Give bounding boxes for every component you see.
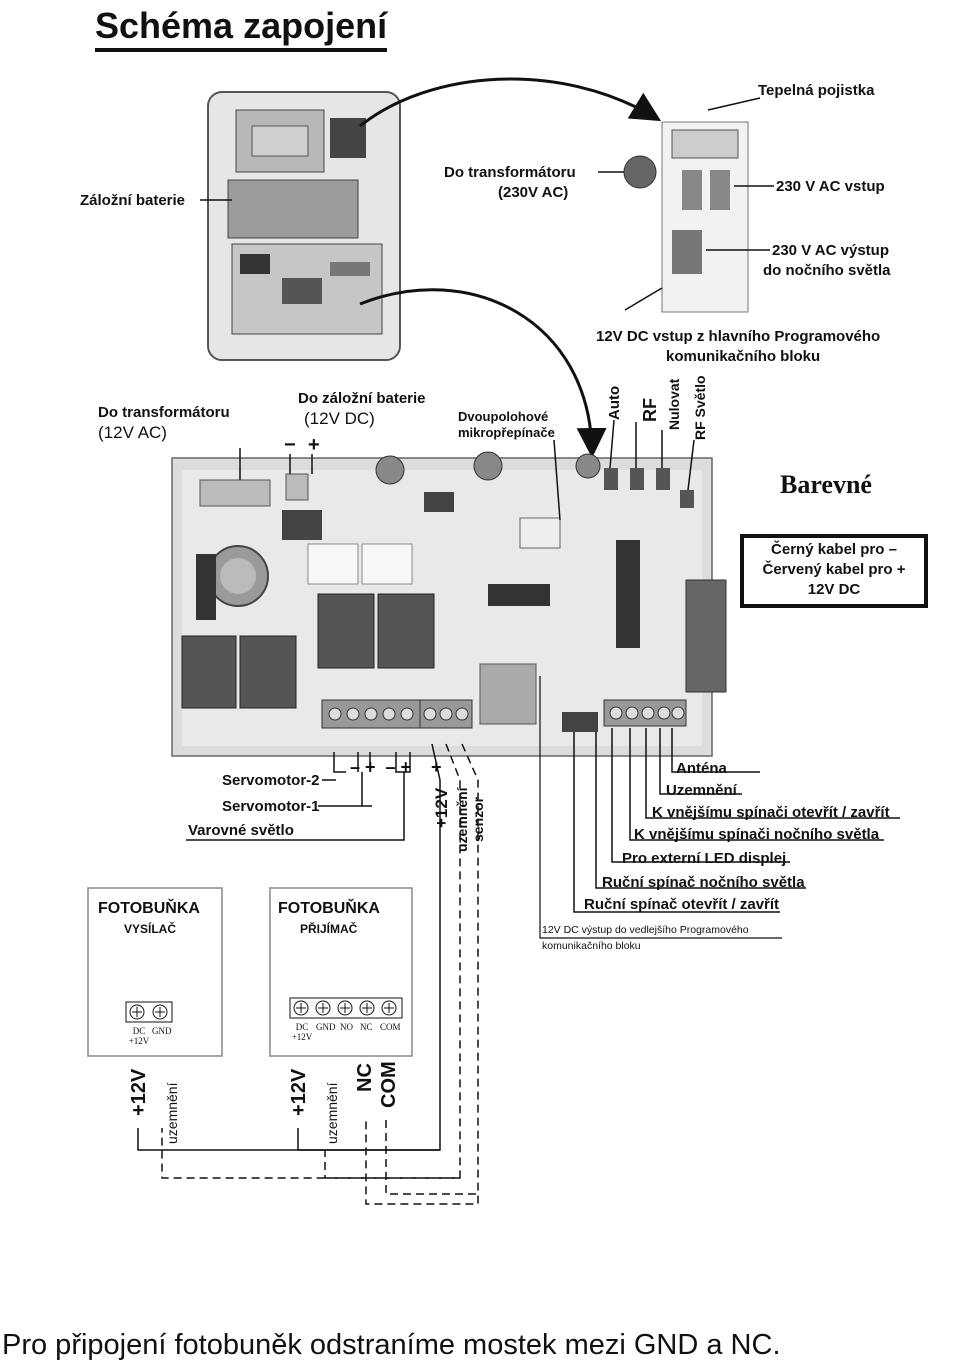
servo2-label: Servomotor-2 <box>222 772 320 789</box>
plus12-label: +12V <box>432 787 451 828</box>
rx-pin-dc: DC +12V <box>291 1022 313 1042</box>
nc-label: NC <box>354 1063 376 1092</box>
tx-ground-label: uzemnění <box>164 1082 180 1144</box>
battery-label: Do záložní baterie <box>298 390 426 407</box>
dc-output-label-1: 12V DC výstup do vedlejšího Programového <box>542 924 749 936</box>
rf-light-label: RF Světlo <box>692 375 708 440</box>
dc-input-label-2: komunikačního bloku <box>666 348 821 365</box>
battery-plus: + <box>308 434 320 456</box>
rx-pin-nc: NC <box>360 1022 373 1032</box>
ext-led-display-label: Pro externí LED displej <box>622 850 787 867</box>
rx-pin-no: NO <box>340 1022 353 1032</box>
rx-ground-label: uzemnění <box>324 1082 340 1144</box>
cable-note-line-3: 12V DC <box>807 581 861 598</box>
caption: Pro připojení fotobuněk odstraníme moste… <box>2 1329 781 1361</box>
dc-input-label-1: 12V DC vstup z hlavního Programového <box>596 328 881 345</box>
cable-note-line-1: Černý kabel pro – <box>771 541 897 558</box>
dip-label-2: mikropřepínače <box>458 425 555 440</box>
rf-label: RF <box>640 398 660 422</box>
battery-minus: − <box>284 434 296 456</box>
antenna-label: Anténa <box>676 760 727 777</box>
sensor-label: senzor <box>470 796 486 842</box>
ext-switch-night-light-label: K vnějšímu spínači nočního světla <box>634 826 880 843</box>
tx-pin-gnd: GND <box>152 1026 172 1036</box>
transformer-12-label: Do transformátoru <box>98 404 230 421</box>
com-label: COM <box>378 1061 400 1108</box>
ground-label: uzemnění <box>454 787 470 852</box>
control-box-photo <box>207 91 401 361</box>
thermal-fuse-label: Tepelná pojistka <box>758 82 875 99</box>
main-pcb <box>171 451 727 757</box>
transformer-12-sub: (12V AC) <box>98 423 167 442</box>
page-title: Schéma zapojení <box>95 6 388 52</box>
photocell-transmitter-box <box>87 887 223 1057</box>
manual-night-light-label: Ruční spínač nočního světla <box>602 874 805 891</box>
tx-sub: VYSÍLAČ <box>124 922 177 936</box>
rx-plus12-label: +12V <box>288 1068 310 1116</box>
auto-label: Auto <box>606 385 623 420</box>
battery-sub: (12V DC) <box>304 409 375 428</box>
rx-title: FOTOBUŇKA <box>278 900 380 917</box>
servo1-label: Servomotor-1 <box>222 798 320 815</box>
ext-switch-open-close-label: K vnějšímu spínači otevřít / zavřít <box>652 804 890 821</box>
tx-title: FOTOBUŇKA <box>98 900 200 917</box>
transformer-230-label: Do transformátoru <box>444 164 576 181</box>
dip-label-1: Dvoupolohové <box>458 409 549 424</box>
rx-pin-gnd: GND <box>316 1022 336 1032</box>
rx-sub: PŘIJÍMAČ <box>300 922 358 936</box>
dc-output-label-2: komunikačního bloku <box>542 940 641 952</box>
ac-output-label-1: 230 V AC výstup <box>772 242 889 259</box>
ground-terminal-label: Uzemnění <box>666 782 737 799</box>
tx-pin-dc: DC +12V <box>128 1026 150 1046</box>
cable-note-box: Černý kabel pro – Červený kabel pro + 12… <box>740 534 928 608</box>
transformer-230-sub: (230V AC) <box>498 184 569 201</box>
manual-open-close-label: Ruční spínač otevřít / zavřít <box>584 896 780 913</box>
photocell-receiver-box <box>269 887 413 1057</box>
cable-note-line-2: Červený kabel pro + <box>762 561 906 578</box>
ac-input-label: 230 V AC vstup <box>776 178 885 195</box>
ac-output-label-2: do nočního světla <box>763 262 891 279</box>
tx-plus12-label: +12V <box>128 1068 150 1116</box>
colored-label: Barevné <box>780 470 872 499</box>
reset-label: Nulovat <box>666 378 682 430</box>
rx-pin-com: COM <box>380 1022 401 1032</box>
fuse-terminal-photo <box>623 121 749 313</box>
backup-battery-label: Záložní baterie <box>80 192 186 209</box>
warning-light-label: Varovné světlo <box>188 822 294 839</box>
